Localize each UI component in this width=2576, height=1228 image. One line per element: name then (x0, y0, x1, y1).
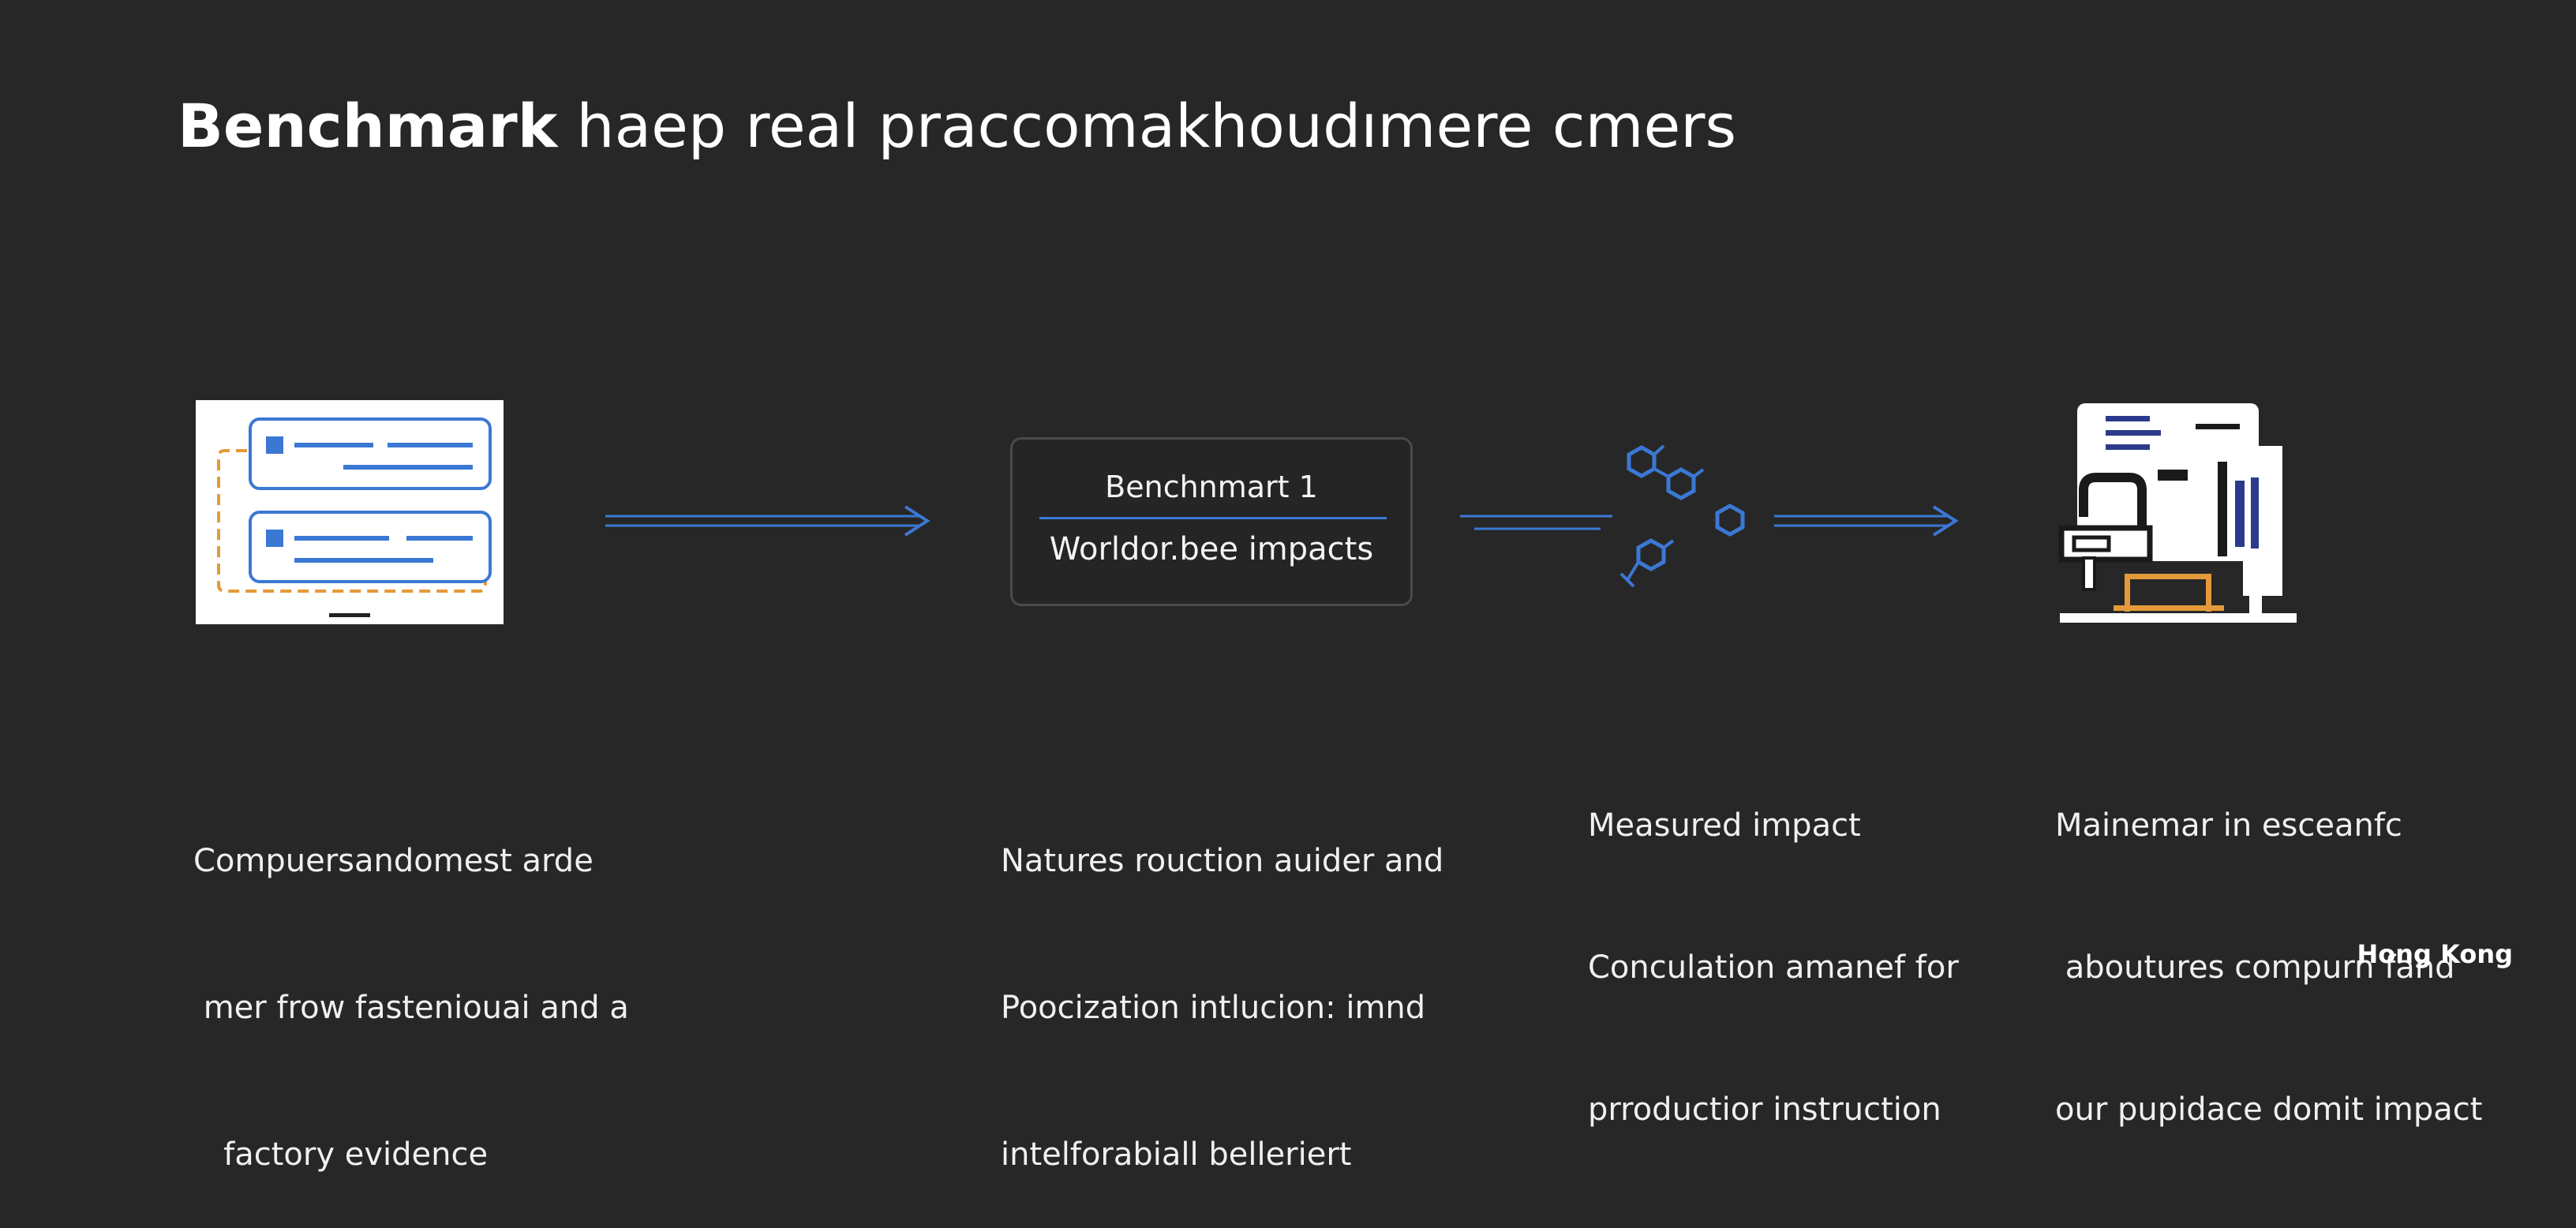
caption-line: Poocization intlucion: imnd (1001, 990, 1426, 1026)
caption-line: intelforabiall belleriert (1001, 1136, 1352, 1173)
arrow-right-1 (605, 505, 930, 537)
caption-line: our pupidace domit impact (2055, 1091, 2483, 1128)
caption-line: Mainemar in esceanfc (2055, 807, 2402, 844)
molecule-icon (1619, 444, 1745, 588)
caption-line: Measured impact (1588, 807, 1861, 844)
caption-line: factory evidence (193, 1136, 489, 1173)
benchmark-card-divider (1039, 517, 1387, 519)
page-title: Benchmark haep real praccomakhoudımere c… (178, 87, 1736, 166)
caption-step-3: Measured impact Conculation amanef for p… (1588, 707, 1959, 1181)
caption-line: mer frow fasteniouai and a (193, 990, 629, 1026)
benchmark-card-title: Benchnmart 1 (1105, 470, 1318, 504)
machine-icon (2058, 403, 2297, 623)
arrow-right-2 (1774, 505, 1959, 537)
benchmark-card-subtitle: Worldor.bee impacts (1049, 531, 1374, 567)
document-cards-icon (196, 400, 504, 624)
page-title-bold: Benchmark (178, 91, 558, 161)
page-title-rest: haep real praccomakhoudımere cmers (576, 91, 1737, 161)
caption-line: Compuersandomest arde (193, 843, 593, 879)
connector-lines (1460, 515, 1612, 530)
caption-step-1: Compuersandomest arde mer frow fasteniou… (193, 739, 629, 1228)
caption-line: Conculation amanef for (1588, 949, 1959, 986)
caption-line: Natures rouction auider and (1001, 843, 1444, 879)
caption-step-2: Natures rouction auider and Poocization … (1001, 739, 1443, 1228)
caption-line: aboutures compurn fand (2055, 949, 2455, 986)
footer-brand: Hong Kong (2357, 939, 2514, 969)
benchmark-card: Benchnmart 1 Worldor.bee impacts (1010, 437, 1413, 606)
caption-line: prroductior instruction (1588, 1091, 1941, 1128)
